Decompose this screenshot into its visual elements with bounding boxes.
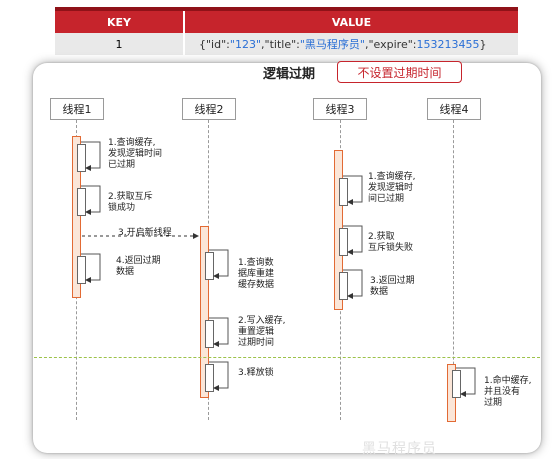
json-token: "id" (206, 37, 227, 51)
thread-1-box: 线程1 (50, 98, 104, 120)
t1-loop-2 (81, 185, 101, 215)
json-token: 153213455 (416, 37, 480, 51)
json-token: "123" (229, 37, 262, 51)
thread-4-lifeline (453, 120, 454, 420)
thread-3-box: 线程3 (313, 98, 367, 120)
t2-loop-3 (209, 361, 229, 391)
json-token: "title" (264, 37, 297, 51)
t1-label-4: 4.返回过期 数据 (116, 256, 161, 277)
t3-step-3 (339, 272, 348, 300)
t3-step-1 (339, 178, 348, 206)
t3-loop-3 (343, 269, 363, 299)
json-token: "黑马程序员" (299, 38, 365, 51)
t1-step-4 (77, 256, 86, 284)
json-token: , (364, 37, 369, 51)
t3-label-3: 3.返回过期 数据 (370, 276, 415, 297)
t1-step-2 (77, 188, 86, 216)
t1-step-1 (77, 144, 86, 172)
t1-loop-1 (81, 141, 101, 171)
t4-step-1 (452, 370, 461, 398)
key-header: KEY (55, 11, 185, 33)
t2-step-3 (205, 364, 214, 392)
t4-label-1: 1.命中缓存, 并且没有 过期 (484, 376, 532, 408)
t1-loop-4 (81, 253, 101, 283)
table-header: KEY VALUE (55, 7, 518, 33)
no-expire-badge: 不设置过期时间 (337, 61, 462, 83)
diagram-title: 逻辑过期 (263, 67, 316, 82)
key-value-table: KEY VALUE 1 {"id":"123","title":"黑马程序员",… (55, 7, 518, 55)
timeline-divider (34, 357, 540, 358)
t2-step-2 (205, 320, 214, 348)
t3-step-2 (339, 228, 348, 256)
thread-4-box: 线程4 (427, 98, 481, 120)
t2-step-1 (205, 252, 214, 280)
value-header: VALUE (331, 15, 372, 29)
t2-label-2: 2.写入缓存, 重置逻辑 过期时间 (238, 316, 286, 348)
thread-2-box: 线程2 (182, 98, 236, 120)
t3-loop-1 (343, 175, 363, 205)
json-token: : (412, 37, 417, 51)
thread-1-activation (72, 136, 81, 298)
key-cell: 1 (55, 33, 185, 55)
t3-label-1: 1.查询缓存, 发现逻辑时 间已过期 (368, 172, 416, 204)
json-token: } (479, 37, 487, 51)
table-row: 1 {"id":"123","title":"黑马程序员","expire":1… (55, 33, 518, 55)
json-token: { (199, 37, 206, 51)
thread-2-activation (200, 226, 209, 398)
t1-label-2: 2.获取互斥 锁成功 (108, 192, 153, 213)
json-token: "expire" (368, 37, 413, 51)
watermark: 黑马程序员 (362, 441, 437, 457)
t3-label-2: 2.获取 互斥锁失败 (368, 232, 414, 253)
t4-loop-1 (456, 367, 476, 397)
t2-loop-1 (209, 249, 229, 279)
json-token: , (261, 37, 265, 51)
t1-label-1: 1.查询缓存, 发现逻辑时间 已过期 (108, 138, 163, 170)
t2-label-1: 1.查询数 据库重建 缓存数据 (238, 258, 275, 290)
t3-loop-2 (343, 225, 363, 255)
json-token: : (296, 37, 300, 51)
t2-loop-2 (209, 317, 229, 347)
t1-label-3: 3.开启新线程 (118, 228, 172, 238)
t2-label-3: 3.释放锁 (238, 368, 274, 378)
value-cell: {"id":"123","title":"黑马程序员","expire":153… (185, 33, 518, 55)
json-token: : (226, 37, 230, 51)
